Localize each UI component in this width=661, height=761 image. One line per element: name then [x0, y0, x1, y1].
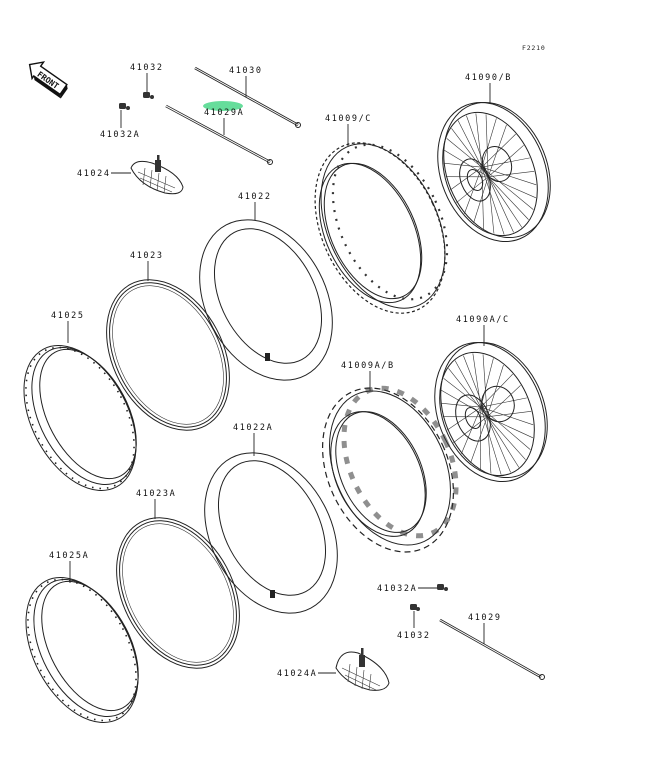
part-label: 41024: [77, 169, 111, 179]
spoke: [488, 176, 537, 199]
part-41032A-bottom[interactable]: 41032A: [377, 584, 448, 594]
spoke: [481, 167, 505, 235]
spoke: [481, 157, 530, 168]
spoke: [480, 407, 502, 475]
valve-icon: [270, 590, 275, 598]
nipple-icon: [119, 103, 130, 110]
part-label: 41022: [238, 192, 272, 202]
part-label: 41029A: [204, 108, 244, 118]
spoke: [472, 353, 482, 408]
figure-code: F2210: [522, 44, 546, 52]
part-label: 41029: [468, 613, 502, 623]
part-41024[interactable]: 41024: [77, 155, 184, 195]
part-label: 41032A: [377, 584, 417, 594]
part-41090B[interactable]: 41090/B: [418, 73, 570, 258]
part-label: 41032: [397, 631, 431, 641]
part-label: 41090A/C: [456, 315, 510, 325]
nipple-icon: [143, 92, 154, 99]
nipple-icon: [437, 584, 448, 591]
part-41022A[interactable]: 41022A: [178, 423, 364, 636]
part-label: 41023A: [136, 489, 176, 499]
part-label: 41022A: [233, 423, 273, 433]
spoke: [440, 402, 481, 408]
part-41024A[interactable]: 41024A: [277, 648, 390, 691]
spoke: [454, 360, 482, 408]
rim-lock-icon: [335, 648, 390, 691]
part-label: 41090/B: [465, 73, 512, 83]
spoke: [480, 397, 527, 408]
spoke: [443, 149, 489, 178]
spoke: [486, 364, 504, 417]
highlight-marker: [203, 101, 243, 111]
spoke: [486, 416, 526, 460]
spoke: [480, 373, 513, 408]
spoke: [466, 115, 489, 177]
part-41009AB[interactable]: 41009A/B: [297, 361, 478, 573]
part-label: 41023: [130, 251, 164, 261]
spoke: [487, 410, 532, 418]
spoke: [486, 385, 521, 418]
spoke: [440, 389, 488, 418]
part-41025A[interactable]: 41025A: [3, 551, 161, 741]
spoke: [473, 176, 489, 224]
spoke: [448, 368, 488, 417]
part-label: 41030: [229, 66, 263, 76]
spoke: [480, 406, 534, 426]
rim-lock-icon: [130, 155, 184, 195]
valve-icon: [265, 353, 270, 361]
part-41029[interactable]: 41029: [439, 613, 545, 680]
nipple-icon: [410, 604, 420, 611]
spoke: [487, 176, 514, 233]
spoke: [486, 416, 511, 473]
spoke: [488, 170, 535, 178]
spoke: [487, 416, 534, 439]
part-label: 41025: [51, 311, 85, 321]
part-41022[interactable]: 41022: [173, 192, 359, 403]
spoke: [487, 176, 495, 234]
part-41009C[interactable]: 41009/C: [289, 114, 470, 334]
spoke: [463, 355, 488, 417]
part-41029A[interactable]: 41029A: [165, 101, 273, 165]
part-41090AC[interactable]: 41090A/C: [415, 315, 567, 498]
spoke: [470, 416, 488, 464]
part-label: 41024A: [277, 669, 317, 679]
part-label: 41032: [130, 63, 164, 73]
spoke: [464, 167, 483, 214]
spoke: [461, 407, 482, 454]
spoke: [487, 176, 529, 220]
spoke: [446, 406, 481, 431]
part-label: 41025A: [49, 551, 89, 561]
spoke: [453, 416, 488, 443]
part-41023A[interactable]: 41023A: [92, 489, 264, 689]
spoke: [481, 118, 497, 168]
part-41032-top[interactable]: 41032: [130, 63, 164, 99]
spoke: [457, 120, 483, 168]
front-arrow-icon: FRONT: [28, 61, 68, 99]
spoke: [475, 113, 483, 168]
part-41030[interactable]: 41030: [194, 66, 301, 128]
spoke: [486, 416, 492, 474]
spoked-wheel-icon: [434, 341, 548, 483]
spoke: [488, 145, 524, 178]
spoke: [487, 124, 507, 177]
spoke: [443, 162, 482, 168]
spoke: [446, 138, 482, 168]
spoke: [485, 114, 489, 177]
part-41025[interactable]: 41025: [1, 311, 159, 509]
spoked-wheel-icon: [437, 101, 551, 243]
part-41032A-top[interactable]: 41032A: [100, 103, 140, 140]
part-41023[interactable]: 41023: [82, 251, 254, 451]
spoke: [480, 358, 494, 408]
spoke: [451, 128, 489, 177]
part-41032-bottom[interactable]: 41032: [397, 604, 431, 641]
spoke: [481, 166, 534, 210]
part-label: 41009A/B: [341, 361, 395, 371]
spoke: [443, 378, 481, 408]
part-label: 41009/C: [325, 114, 372, 124]
spoke: [482, 354, 488, 417]
spoke: [481, 133, 516, 168]
part-label: 41032A: [100, 130, 140, 140]
